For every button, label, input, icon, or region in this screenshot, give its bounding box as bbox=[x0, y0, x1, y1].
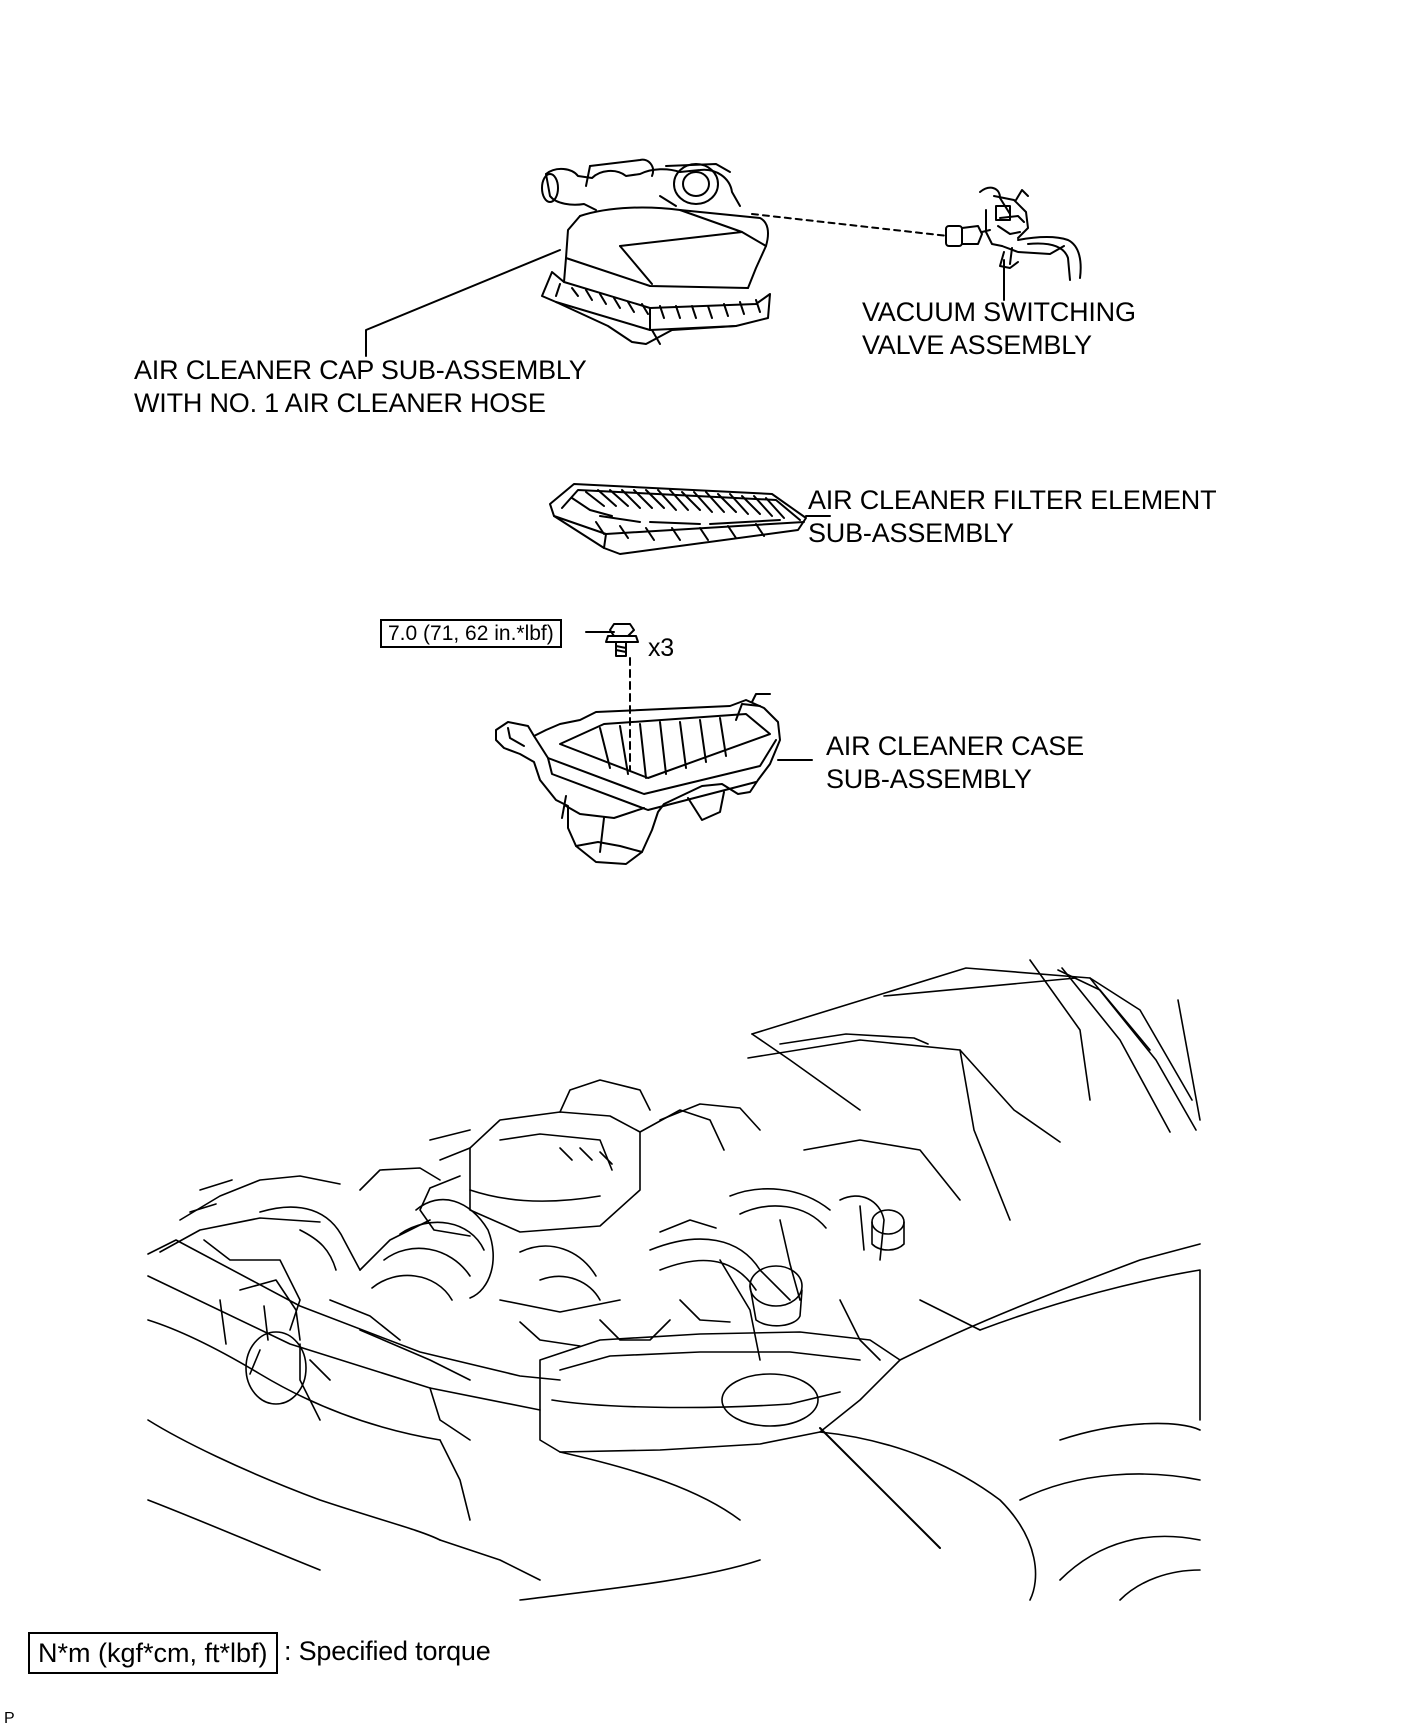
case-label: AIR CLEANER CASE SUB-ASSEMBLY bbox=[826, 730, 1084, 796]
filter-element-drawing bbox=[549, 483, 807, 555]
air-cleaner-cap-drawing bbox=[541, 158, 771, 345]
filter-label: AIR CLEANER FILTER ELEMENT SUB-ASSEMBLY bbox=[808, 484, 1217, 550]
air-cleaner-case-drawing bbox=[495, 693, 781, 865]
vacuum-switching-valve-drawing bbox=[945, 186, 1082, 301]
filter-label-line1: AIR CLEANER FILTER ELEMENT bbox=[808, 485, 1217, 515]
bolt-drawing bbox=[605, 623, 639, 657]
cap-label: AIR CLEANER CAP SUB-ASSEMBLY WITH NO. 1 … bbox=[134, 354, 587, 420]
vehicle-engine-bay-drawing bbox=[147, 959, 1201, 1601]
cap-to-vsv-dashed-line bbox=[751, 213, 949, 237]
vsv-label-line2: VALVE ASSEMBLY bbox=[862, 330, 1092, 360]
vsv-label: VACUUM SWITCHING VALVE ASSEMBLY bbox=[862, 296, 1136, 362]
headlamp-leader-line bbox=[819, 1427, 941, 1549]
cap-leader-line bbox=[365, 249, 561, 357]
legend-description: : Specified torque bbox=[284, 1636, 491, 1666]
legend-torque-units-box: N*m (kgf*cm, ft*lbf) bbox=[28, 1632, 278, 1674]
corner-mark: P bbox=[4, 1710, 15, 1727]
vsv-label-line1: VACUUM SWITCHING bbox=[862, 297, 1136, 327]
bolt-quantity: x3 bbox=[648, 634, 675, 662]
case-label-line2: SUB-ASSEMBLY bbox=[826, 764, 1032, 794]
filter-label-line2: SUB-ASSEMBLY bbox=[808, 518, 1014, 548]
torque-spec-box: 7.0 (71, 62 in.*lbf) bbox=[380, 619, 562, 648]
case-label-line1: AIR CLEANER CASE bbox=[826, 731, 1084, 761]
cap-label-line1: AIR CLEANER CAP SUB-ASSEMBLY bbox=[134, 355, 587, 385]
cap-label-line2: WITH NO. 1 AIR CLEANER HOSE bbox=[134, 388, 546, 418]
